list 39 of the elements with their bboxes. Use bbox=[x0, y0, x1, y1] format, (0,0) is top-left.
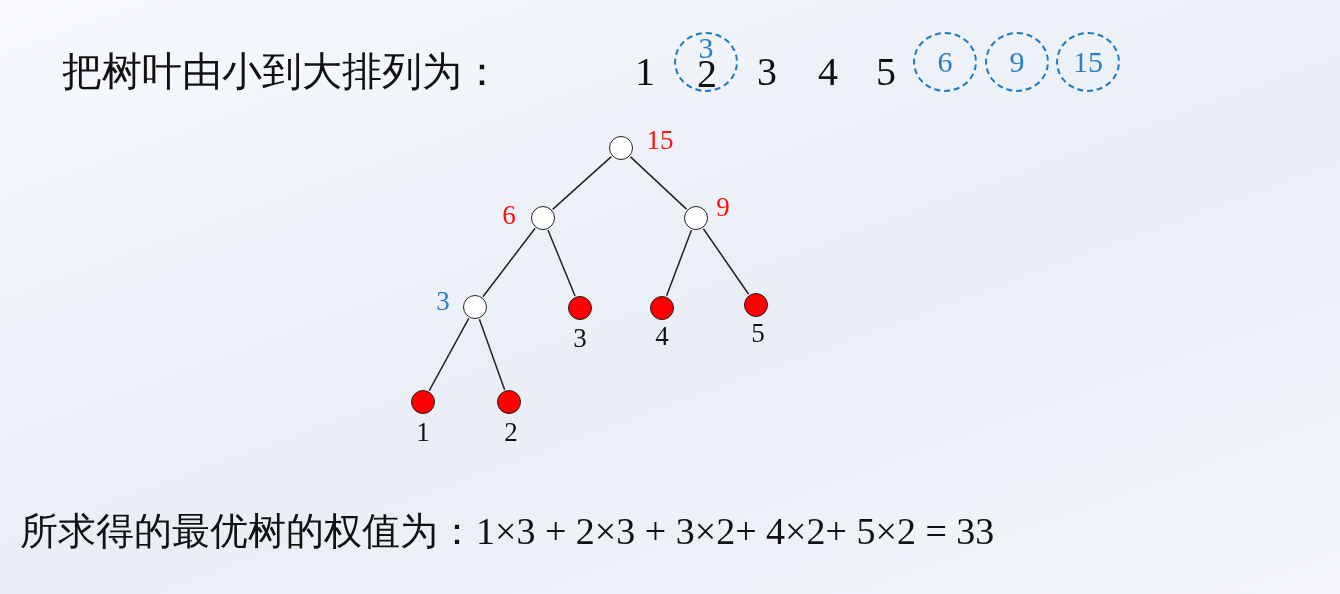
tree-edge bbox=[551, 155, 613, 211]
tree-node bbox=[463, 295, 487, 319]
dashed-circle bbox=[985, 32, 1049, 92]
tree-edge bbox=[629, 156, 688, 210]
tree-node bbox=[531, 206, 555, 230]
dashed-circle bbox=[674, 32, 738, 92]
weight-label: 9 bbox=[716, 193, 730, 221]
result-text: 所求得的最优树的权值为：1×3 + 2×3 + 3×2+ 4×2+ 5×2 = 33 bbox=[20, 509, 995, 554]
weight-label: 4 bbox=[655, 322, 669, 350]
tree-node bbox=[609, 136, 633, 160]
leaf-node bbox=[568, 296, 592, 320]
sequence-number: 1 bbox=[635, 52, 655, 92]
dashed-circle bbox=[913, 32, 977, 92]
node-number: 15 bbox=[1073, 47, 1103, 77]
sequence-number: 4 bbox=[818, 52, 838, 92]
sequence-number: 5 bbox=[876, 52, 896, 92]
node-number: 6 bbox=[937, 47, 953, 77]
heading: 把树叶由小到大排列为： bbox=[62, 47, 502, 96]
weight-label: 15 bbox=[646, 126, 674, 154]
leaf-node bbox=[411, 390, 435, 414]
tree-edge bbox=[478, 318, 506, 391]
sequence-number: 3 bbox=[757, 52, 777, 92]
weight-label: 5 bbox=[751, 319, 765, 347]
weight-label: 3 bbox=[573, 324, 587, 352]
leaf-node bbox=[497, 390, 521, 414]
tree-edge bbox=[702, 227, 750, 296]
dashed-circle bbox=[1056, 32, 1120, 92]
weight-label: 2 bbox=[504, 418, 518, 446]
leaf-node bbox=[650, 296, 674, 320]
leaf-node bbox=[744, 293, 768, 317]
tree-edge bbox=[482, 227, 536, 298]
tree-node bbox=[684, 206, 708, 230]
tree-edge bbox=[547, 229, 576, 297]
weight-label: 6 bbox=[502, 201, 516, 229]
node-number: 9 bbox=[1009, 47, 1025, 77]
tree-edge bbox=[665, 229, 693, 297]
weight-label: 3 bbox=[436, 287, 450, 315]
weight-label: 1 bbox=[416, 418, 430, 446]
tree-edge bbox=[428, 317, 470, 392]
